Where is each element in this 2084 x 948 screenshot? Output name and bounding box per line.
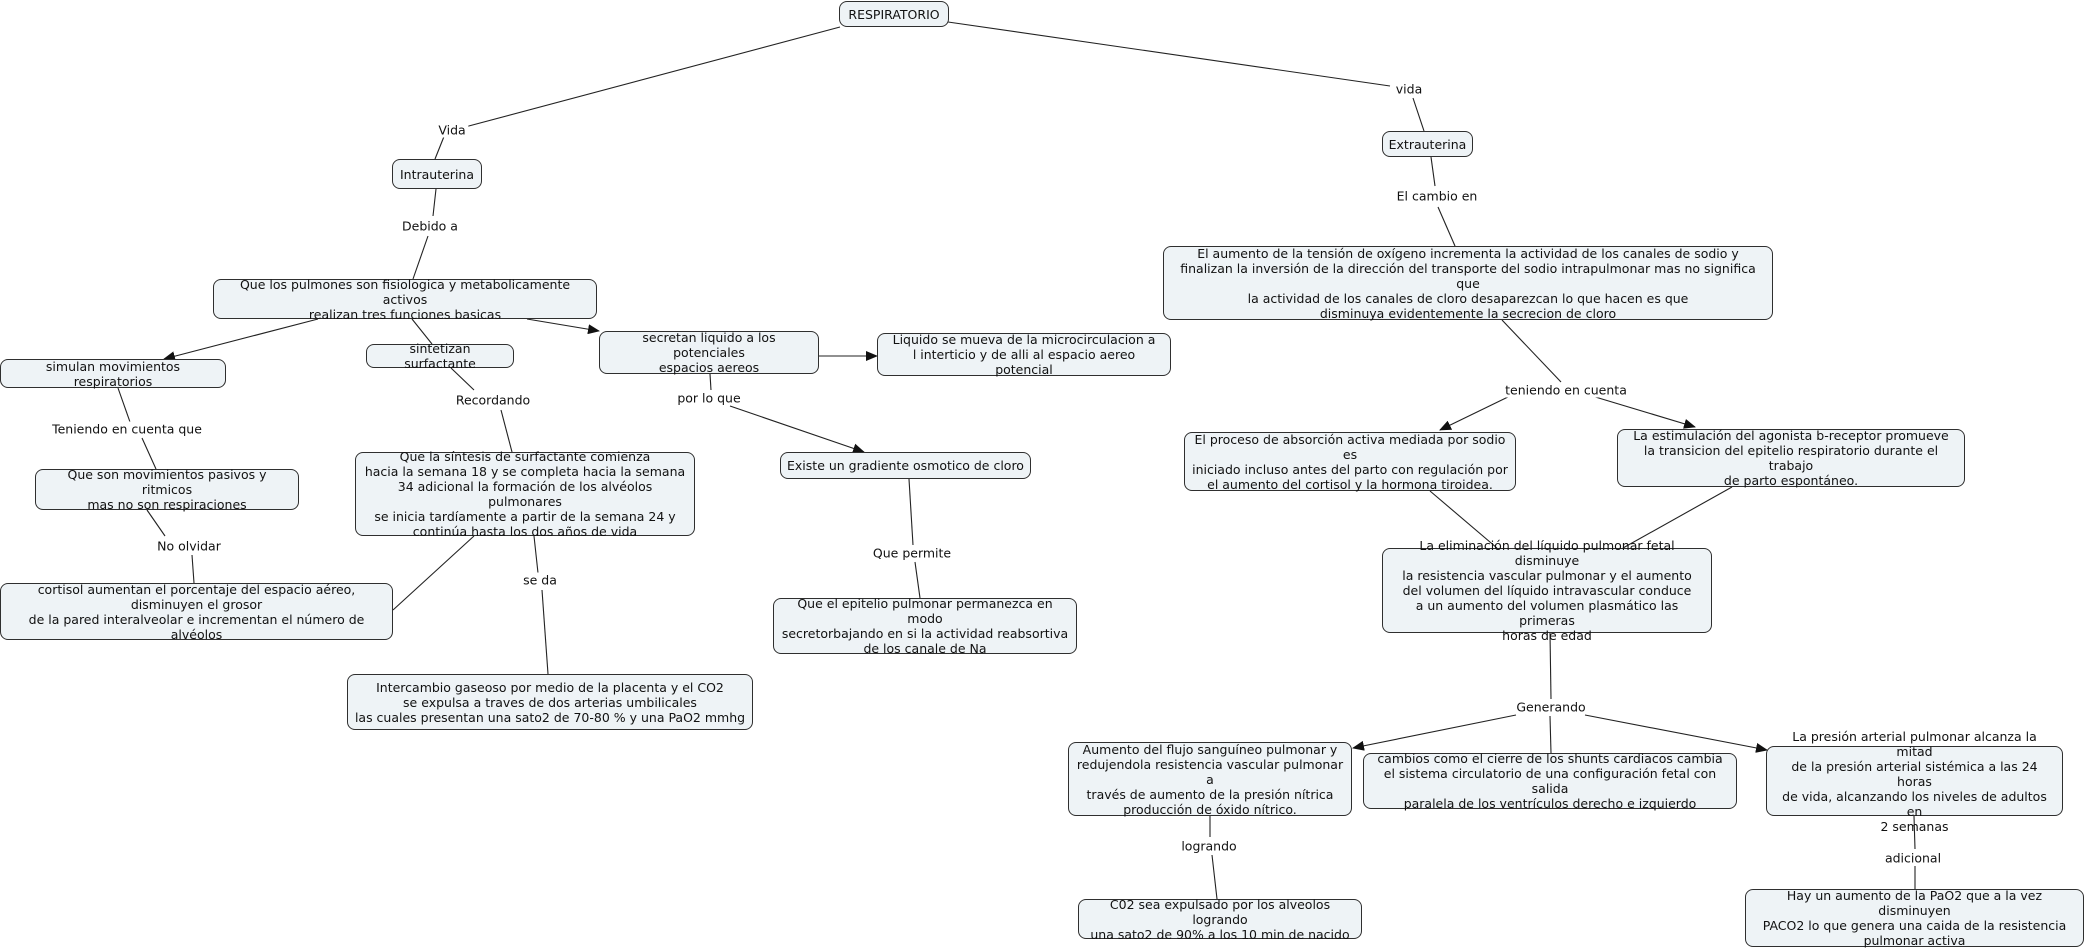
concept-sintetizan[interactable]: sintetizan surfactante: [366, 341, 514, 371]
concept-simulan[interactable]: simulan movimientos respiratorios: [0, 359, 226, 389]
link-recordando: Recordando: [452, 392, 534, 408]
concept-secretan[interactable]: secretan liquido a los potenciales espac…: [599, 330, 819, 375]
concept-funciones[interactable]: Que los pulmones son fisiologica y metab…: [213, 277, 597, 322]
concept-liquido-mueva[interactable]: Liquido se mueva de la microcirculacion …: [877, 332, 1171, 377]
link-vida-right: vida: [1392, 81, 1426, 97]
concept-absorcion[interactable]: El proceso de absorción activa mediada p…: [1184, 432, 1516, 492]
link-no-olvidar: No olvidar: [154, 538, 224, 554]
concept-pao2[interactable]: Hay un aumento de la PaO2 que a la vez d…: [1745, 888, 2084, 948]
concept-co2[interactable]: C02 sea expulsado por los alveolos logra…: [1078, 897, 1362, 942]
concept-sintesis[interactable]: Que la síntesis de surfactante comienza …: [355, 449, 695, 539]
link-teniendo-en-cuenta-que: Teniendo en cuenta que: [49, 421, 205, 437]
link-que-permite: Que permite: [869, 545, 955, 561]
link-se-da: se da: [520, 572, 560, 588]
concept-intercambio[interactable]: Intercambio gaseoso por medio de la plac…: [347, 674, 753, 730]
concept-movimientos-pasivos[interactable]: Que son movimientos pasivos y ritmicos m…: [35, 467, 299, 512]
concept-respiratorio[interactable]: RESPIRATORIO: [839, 1, 949, 27]
concept-eliminacion[interactable]: La eliminación del líquido pulmonar feta…: [1382, 538, 1712, 643]
concept-presion[interactable]: La presión arterial pulmonar alcanza la …: [1766, 729, 2063, 834]
concept-aumento-tension[interactable]: El aumento de la tensión de oxígeno incr…: [1163, 246, 1773, 321]
link-adicional: adicional: [1881, 850, 1945, 866]
link-logrando: logrando: [1178, 838, 1240, 854]
link-por-lo-que: por lo que: [674, 390, 744, 406]
link-debido-a: Debido a: [399, 218, 461, 234]
concept-estimulacion[interactable]: La estimulación del agonista b-receptor …: [1617, 428, 1965, 488]
link-teniendo-en-cuenta: teniendo en cuenta: [1502, 382, 1630, 398]
link-vida-left: Vida: [435, 122, 469, 138]
link-el-cambio-en: El cambio en: [1393, 188, 1481, 204]
concept-extrauterina[interactable]: Extrauterina: [1382, 131, 1473, 157]
concept-flujo[interactable]: Aumento del flujo sanguíneo pulmonar y r…: [1068, 742, 1352, 817]
link-generando: Generando: [1513, 699, 1589, 715]
concept-shunts[interactable]: cambios como el cierre de los shunts car…: [1363, 751, 1737, 811]
concept-gradiente[interactable]: Existe un gradiente osmotico de cloro: [780, 452, 1031, 479]
concept-intrauterina[interactable]: Intrauterina: [392, 159, 482, 189]
concept-epitelio[interactable]: Que el epitelio pulmonar permanezca en m…: [773, 596, 1077, 656]
concept-cortisol[interactable]: cortisol aumentan el porcentaje del espa…: [0, 582, 393, 642]
